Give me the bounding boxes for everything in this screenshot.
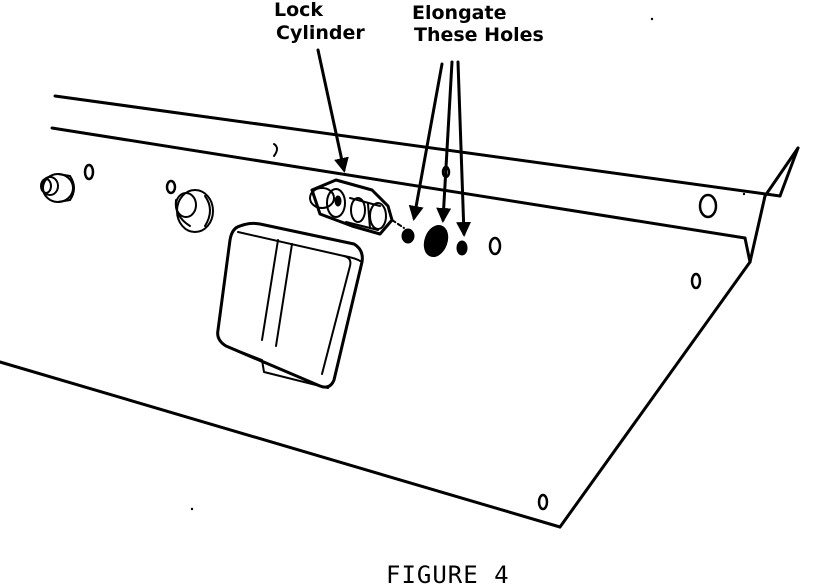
elongate-label-line2: These Holes: [414, 24, 544, 46]
scan-specks: [190, 17, 746, 511]
lock-cylinder: [309, 178, 405, 236]
panel-outline: [0, 94, 800, 529]
lock-cylinder-arrow: [316, 48, 349, 173]
middle-knob: [174, 189, 214, 233]
lock-cylinder-label-line2: Cylinder: [276, 22, 365, 44]
mounting-holes: [83, 143, 718, 511]
left-knob: [40, 173, 75, 203]
leader-arrows: [316, 48, 472, 237]
elongate-holes: [401, 225, 468, 257]
elongate-arrow-1: [408, 62, 444, 221]
lock-cover: [216, 221, 364, 389]
lock-cylinder-label-line1: Lock: [274, 0, 323, 21]
elongate-arrow-3: [456, 60, 472, 237]
elongate-label-line1: Elongate: [412, 2, 506, 24]
elongate-arrow-2: [436, 60, 454, 223]
figure-caption: FIGURE 4: [386, 561, 510, 586]
